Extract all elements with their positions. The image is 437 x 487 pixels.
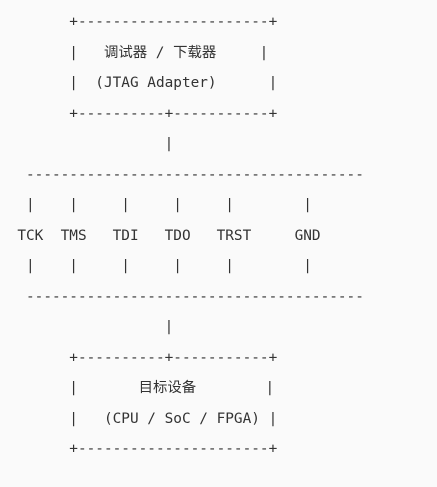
signal-bus-top-line: --------------------------------------- bbox=[0, 167, 364, 183]
adapter-box-title-line: | 调试器 / 下载器 | bbox=[0, 45, 269, 61]
target-box-bottom-border: +----------------------+ bbox=[0, 441, 278, 457]
adapter-box-subtitle-line: | (JTAG Adapter) | bbox=[0, 75, 278, 91]
target-box-title-line: | 目标设备 | bbox=[0, 380, 275, 396]
target-box-subtitle-line: | (CPU / SoC / FPGA) | bbox=[0, 411, 278, 427]
signal-ticks-lower: | | | | | | bbox=[0, 258, 312, 274]
signal-labels-line: TCK TMS TDI TDO TRST GND bbox=[0, 228, 321, 244]
adapter-connector-line: | bbox=[0, 136, 174, 152]
adapter-box-top-border: +----------------------+ bbox=[0, 14, 278, 30]
target-connector-line: | bbox=[0, 319, 174, 335]
adapter-box-bottom-border: +----------+-----------+ bbox=[0, 106, 278, 122]
signal-ticks-upper: | | | | | | bbox=[0, 197, 312, 213]
signal-bus-bottom-line: --------------------------------------- bbox=[0, 289, 364, 305]
target-box-top-border: +----------+-----------+ bbox=[0, 350, 278, 366]
